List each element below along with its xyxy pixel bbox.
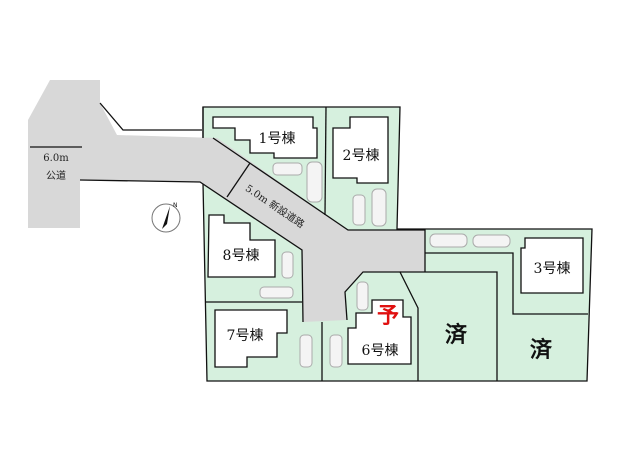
car-icon bbox=[281, 251, 294, 279]
public-road-width: 6.0m bbox=[43, 153, 69, 164]
lot-divider bbox=[400, 271, 498, 381]
road-boundary-line bbox=[226, 162, 251, 198]
car-icon bbox=[299, 334, 313, 368]
road bbox=[28, 80, 425, 322]
road-edge bbox=[99, 102, 202, 131]
car-icon bbox=[329, 334, 343, 368]
building-8 bbox=[207, 214, 276, 278]
car-icon bbox=[356, 281, 369, 311]
building-2-label: 2号棟 bbox=[343, 148, 380, 164]
lot-divider bbox=[324, 106, 327, 216]
car-icon bbox=[429, 233, 468, 248]
public-road-label: 公道 bbox=[46, 169, 66, 182]
building-8-label: 8号棟 bbox=[223, 248, 260, 264]
building-2 bbox=[332, 116, 389, 184]
building-1 bbox=[212, 116, 318, 159]
car-icon bbox=[352, 194, 366, 226]
sold-lot-label: 済 bbox=[445, 322, 468, 348]
building-6 bbox=[347, 299, 412, 365]
building-1-label: 1号棟 bbox=[259, 131, 296, 147]
lot-divider bbox=[344, 271, 419, 381]
car-icon bbox=[306, 161, 323, 203]
parking-cars bbox=[259, 161, 511, 368]
lot-divider bbox=[425, 252, 588, 315]
car-icon bbox=[259, 286, 294, 299]
compass-icon: N bbox=[151, 202, 181, 233]
building-3 bbox=[520, 237, 584, 294]
building-3-label: 3号棟 bbox=[534, 261, 571, 277]
car-icon bbox=[272, 162, 303, 176]
road-edge bbox=[212, 137, 426, 272]
car-icon bbox=[472, 234, 511, 248]
reserved-stamp: 予 bbox=[377, 303, 399, 329]
building-6-label: 6号棟 bbox=[362, 343, 399, 359]
sold-lot-label: 済 bbox=[530, 337, 553, 363]
car-icon bbox=[371, 188, 387, 227]
road-edge bbox=[79, 179, 304, 323]
building-7 bbox=[214, 309, 288, 368]
compass-north-label: N bbox=[173, 202, 178, 209]
building-7-label: 7号棟 bbox=[227, 328, 264, 344]
